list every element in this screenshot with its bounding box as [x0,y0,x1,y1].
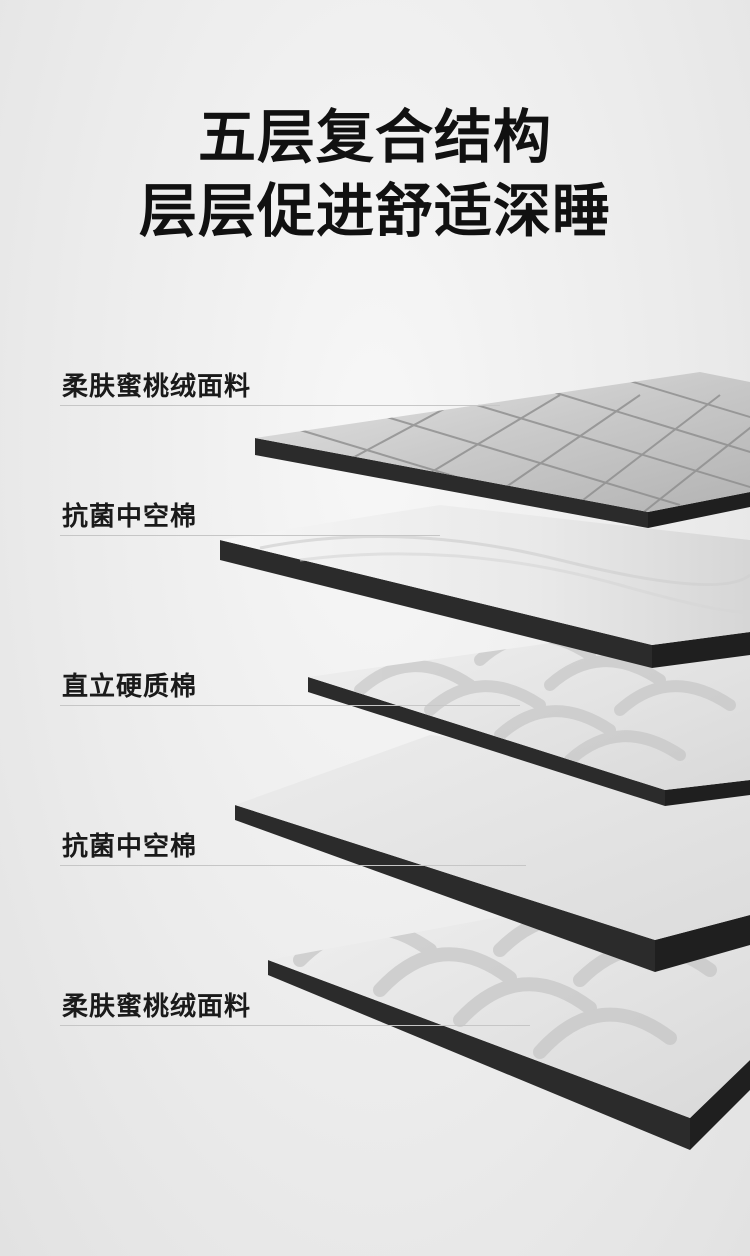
layer-label-5: 柔肤蜜桃绒面料 [62,992,252,1022]
layer-1-peach-velvet-fabric [255,372,750,528]
label-divider-1 [60,405,500,406]
layer-label-4: 抗菌中空棉 [62,832,198,862]
label-divider-5 [60,1025,530,1026]
layer-label-3: 直立硬质棉 [62,672,198,702]
headline-line-1: 五层复合结构 [197,103,552,171]
headline: 五层复合结构 层层促进舒适深睡 [0,100,750,248]
layer-label-2: 抗菌中空棉 [62,502,198,532]
headline-line-2: 层层促进舒适深睡 [138,177,611,245]
layer-2-antibacterial-hollow-cotton [220,505,750,668]
layer-label-1: 柔肤蜜桃绒面料 [62,372,252,402]
label-divider-2 [60,535,440,536]
label-divider-3 [60,705,520,706]
label-divider-4 [60,865,526,866]
